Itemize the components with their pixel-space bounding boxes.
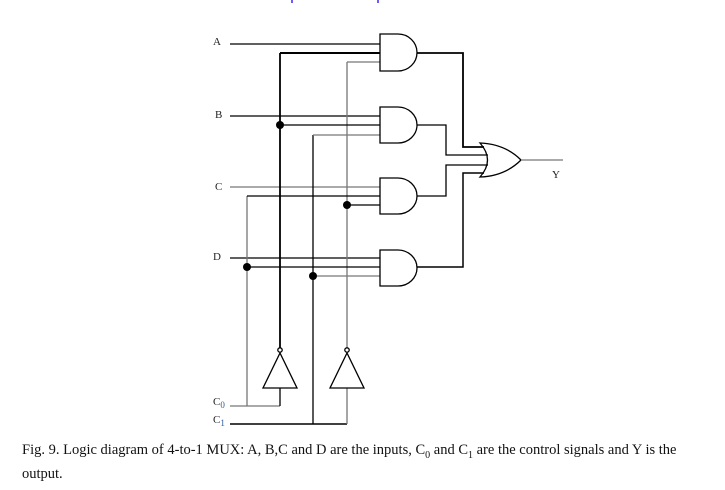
figure-caption: Fig. 9. Logic diagram of 4-to-1 MUX: A, … xyxy=(22,442,677,482)
input-label-a: A xyxy=(213,36,221,48)
not-gate-c0 xyxy=(261,351,299,389)
or-gate xyxy=(478,142,522,178)
and-gate-3 xyxy=(379,177,418,215)
and-gate-2 xyxy=(379,106,418,144)
wire-and3-out xyxy=(417,164,488,197)
and-gate-1 xyxy=(379,33,418,72)
input-label-d: D xyxy=(213,251,221,263)
not-bubble-c0 xyxy=(277,347,283,353)
artifact-mark-2 xyxy=(377,0,379,3)
artifact-mark-1 xyxy=(291,0,293,3)
junction-dot xyxy=(276,121,284,129)
input-label-b: B xyxy=(215,109,223,121)
output-label-y: Y xyxy=(552,169,560,181)
wire-and1-out xyxy=(417,52,484,148)
and-gate-4 xyxy=(379,249,418,287)
wire-and2-out xyxy=(417,124,488,156)
not-gate-c1 xyxy=(328,351,366,389)
junction-dot xyxy=(243,263,251,271)
not-bubble-c1 xyxy=(344,347,350,353)
junction-dot xyxy=(309,272,317,280)
junction-dot xyxy=(343,201,351,209)
mux-logic-diagram xyxy=(230,33,563,425)
control-label-c0: C0 xyxy=(213,396,225,411)
wire-and4-out xyxy=(417,172,484,268)
input-label-c: C xyxy=(215,181,223,193)
control-label-c1: C1 xyxy=(213,414,225,429)
